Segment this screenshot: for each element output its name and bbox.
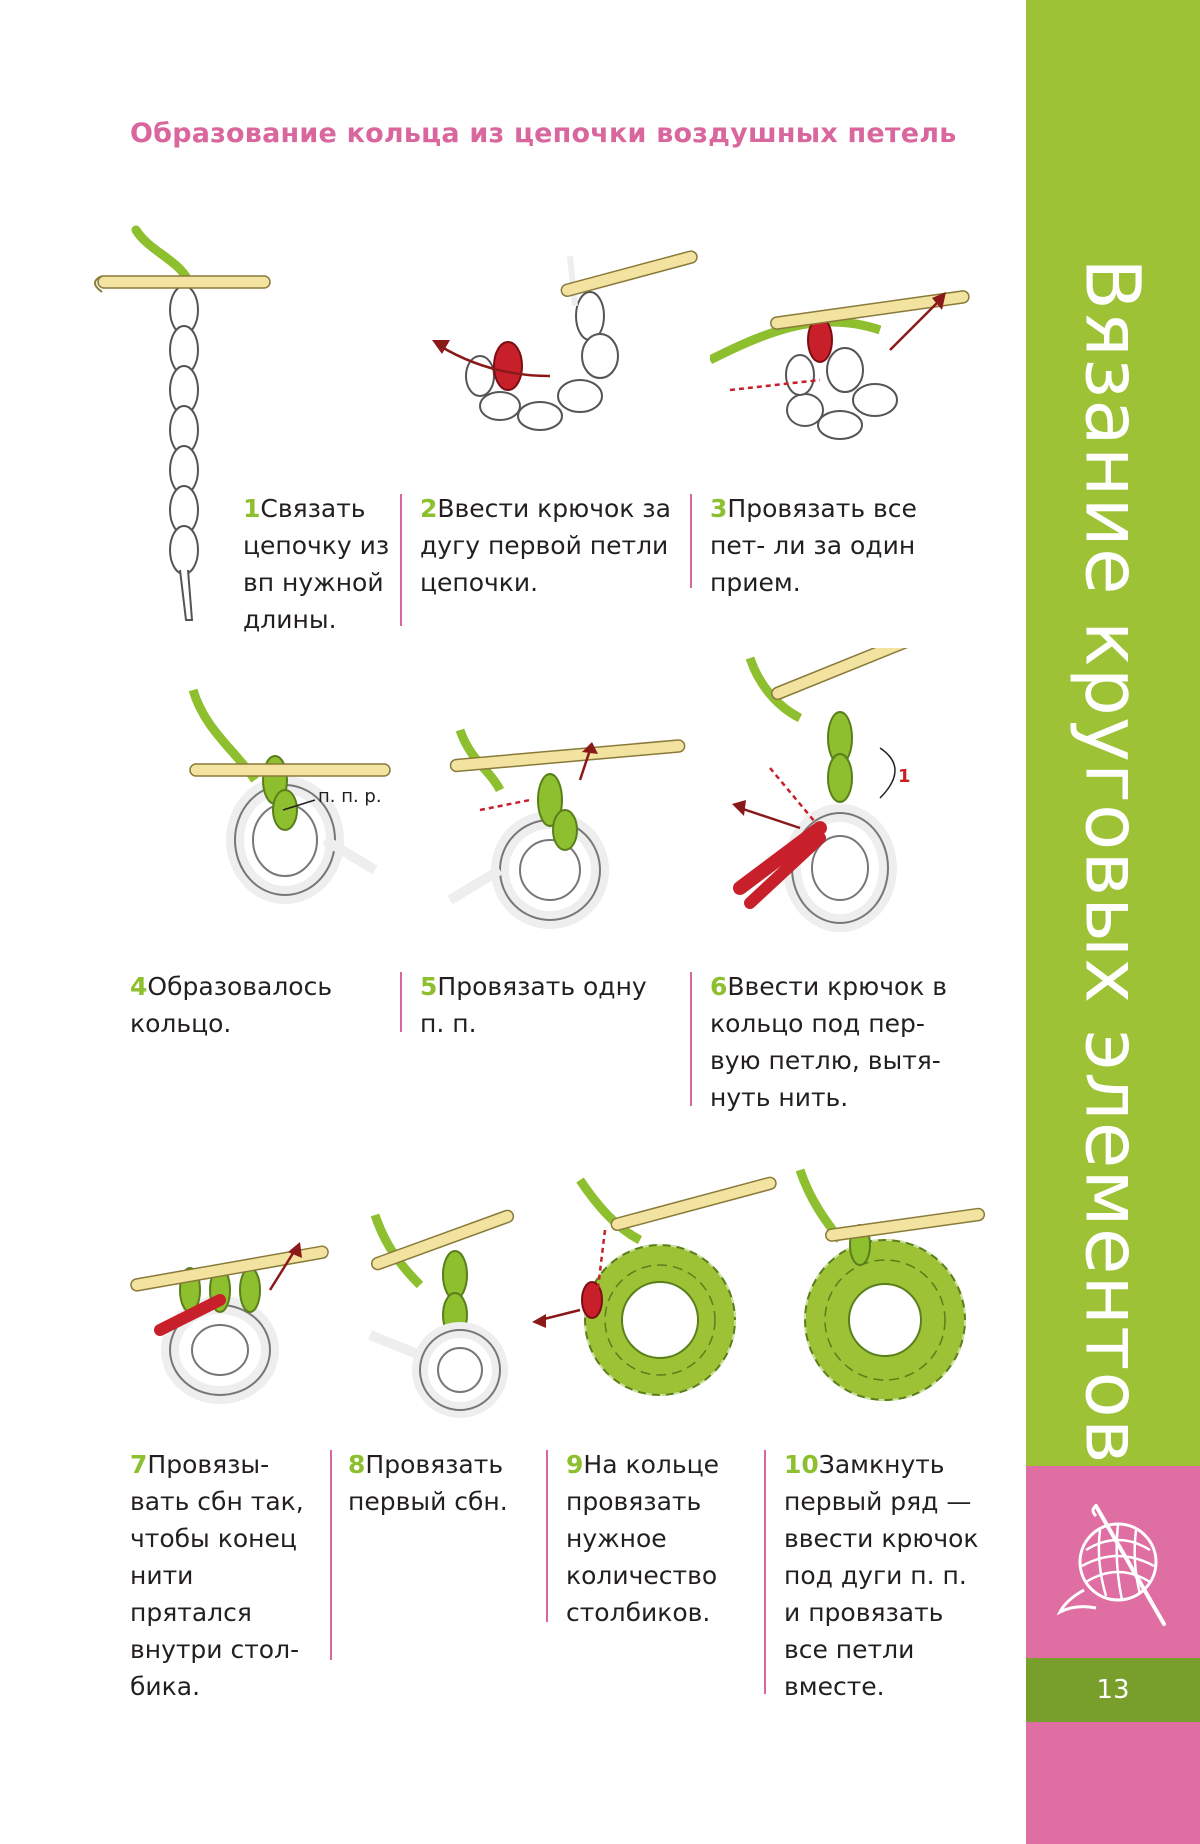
step-1-text: 1Связать цепочку из вп нужной длины. [243,494,390,634]
figure-5-chain-stitch [440,690,690,940]
page-number: 13 [1096,1675,1130,1705]
step-divider [330,1450,332,1660]
figure-1-chain [88,220,278,630]
step-9-text: 9На кольце провязать нужное количество с… [566,1450,719,1627]
sidebar-pink-block [1026,1466,1200,1658]
figure-3-pull-through [710,240,970,465]
fig4-annotation: п. п. р. [318,786,382,807]
fig6-annotation: 1 [898,766,911,787]
sidebar-page-number-block [1026,1658,1200,1722]
figure-2-insert-hook [420,236,700,466]
step-divider [400,494,402,626]
page-title: Образование кольца из цепочки воздушных … [130,118,957,149]
figure-8-first-sc [360,1205,520,1425]
sidebar-green-block [1026,0,1200,1466]
step-divider [400,972,402,1032]
step-7-text: 7Провязы- вать сбн так, чтобы конец нити… [130,1450,304,1701]
step-8-text: 8Провязать первый сбн. [348,1450,508,1516]
yarn-ball-hook-icon [1056,1500,1176,1630]
figure-10-closed-ring [785,1160,985,1420]
step-10-text: 10Замкнуть первый ряд — ввести крючок по… [784,1450,979,1701]
step-divider [764,1450,766,1694]
step-5-text: 5Провязать одну п. п. [420,972,647,1038]
step-2-text: 2Ввести крючок за дугу первой петли цепо… [420,494,671,597]
chapter-title: Вязание круговых элементов [1068,258,1158,1465]
step-divider [690,972,692,1106]
step-divider [546,1450,548,1622]
figure-9-ring-stitches [520,1170,780,1430]
step-4-text: 4Образовалось кольцо. [130,972,333,1038]
sidebar-pink-bottom-block [1026,1722,1200,1844]
chapter-sidebar: Вязание круговых элементов 13 [1026,0,1200,1844]
figure-6-insert-ring [720,648,960,948]
figure-7-single-crochet [120,1220,330,1420]
step-divider [690,494,692,588]
step-3-text: 3Провязать все пет- ли за один прием. [710,494,917,597]
figure-4-ring [175,670,395,940]
step-6-text: 6Ввести крючок в кольцо под пер- вую пет… [710,972,948,1112]
